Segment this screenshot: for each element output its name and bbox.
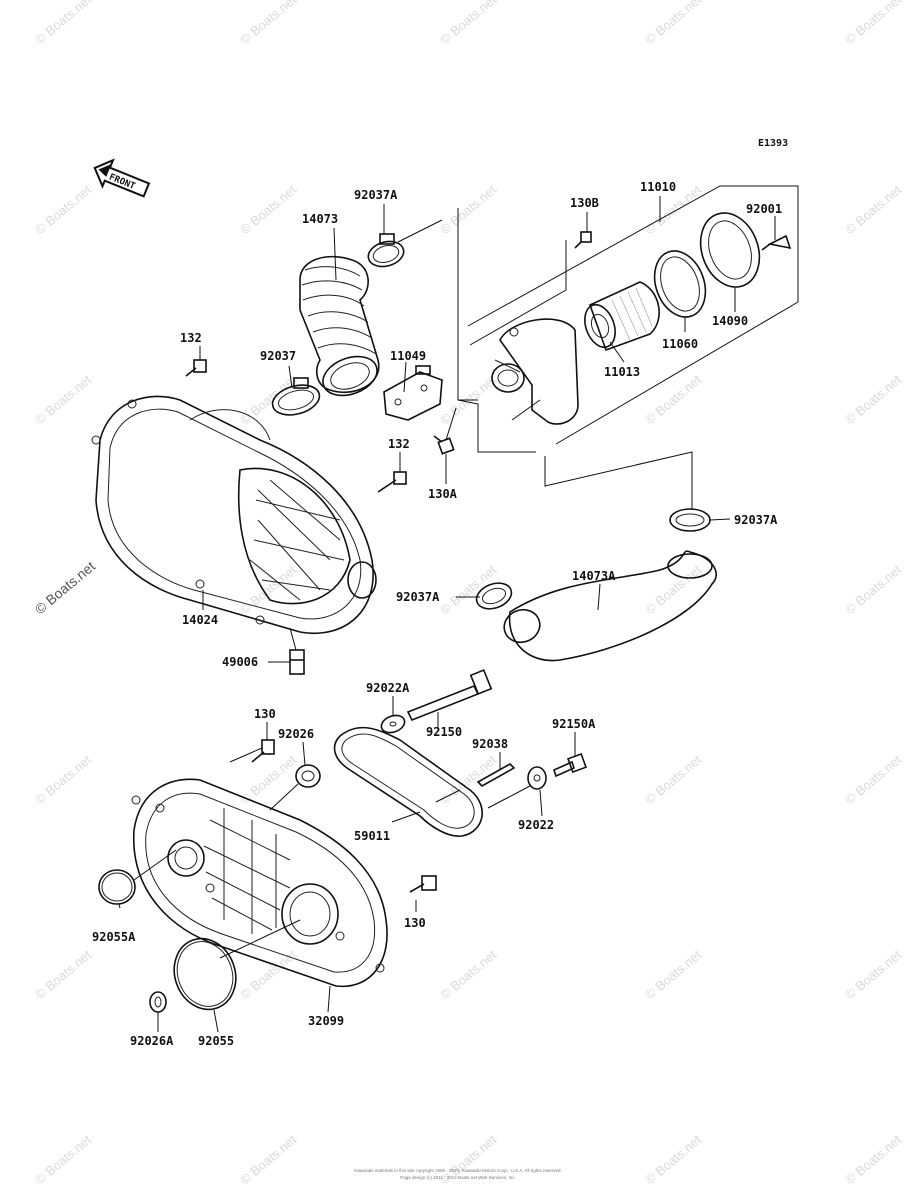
air-filter-bracket-lines: [397, 185, 799, 510]
watermark: © Boats.net: [32, 182, 94, 238]
label-11060: 11060: [662, 337, 698, 351]
label-32099: 32099: [308, 1014, 344, 1028]
label-92037a: 92037A: [734, 513, 778, 527]
label-11010: 11010: [640, 180, 676, 194]
front-arrow-icon: FRONT: [93, 158, 151, 198]
bolt-130-right: [409, 875, 437, 893]
part-labels: 92037A 14073 130B 11010 92001 14090 1106…: [92, 180, 782, 1048]
label-92150a: 92150A: [552, 717, 596, 731]
bracket-11049: [383, 365, 443, 421]
watermark: © Boats.net: [32, 372, 94, 428]
watermark: © Boats.net: [842, 947, 904, 1003]
watermark: © Boats.net: [32, 558, 99, 617]
label-11013: 11013: [604, 365, 640, 379]
duct-14073a: [503, 550, 717, 662]
cover-14090: [699, 212, 761, 288]
label-130a: 130A: [428, 487, 458, 501]
label-14073: 14073: [302, 212, 338, 226]
watermark: © Boats.net: [842, 1132, 904, 1188]
label-59011: 59011: [354, 829, 390, 843]
filter-element-11013: [584, 281, 660, 352]
label-130: 130: [254, 707, 276, 721]
watermark: © Boats.net: [642, 562, 704, 618]
label-14073a: 14073A: [572, 569, 616, 583]
o-ring-92055a: [98, 869, 136, 905]
watermark: © Boats.net: [32, 1132, 94, 1188]
air-cleaner-housing-11010: [491, 318, 579, 425]
watermark: © Boats.net: [842, 372, 904, 428]
watermark: © Boats.net: [642, 752, 704, 808]
clamp-92037a-left: [475, 582, 513, 610]
diagram-code: E1393: [758, 138, 788, 149]
clamp-92037a-top: [367, 233, 405, 268]
watermark: © Boats.net: [32, 752, 94, 808]
label-92022: 92022: [518, 818, 554, 832]
label-92026a: 92026A: [130, 1034, 174, 1048]
label-92055a: 92055A: [92, 930, 136, 944]
intake-duct-14073: [299, 255, 380, 397]
watermark: © Boats.net: [437, 182, 499, 238]
label-14090: 14090: [712, 314, 748, 328]
label-130: 130: [404, 916, 426, 930]
label-92055: 92055: [198, 1034, 234, 1048]
clutch-cover-14024: [91, 395, 377, 635]
label-92037a: 92037A: [354, 188, 398, 202]
seal-92026a: [149, 991, 167, 1013]
bolt-132-mid: [377, 471, 407, 493]
watermark: © Boats.net: [842, 182, 904, 238]
label-92038: 92038: [472, 737, 508, 751]
drain-plug-49006: [289, 627, 305, 675]
watermark: © Boats.net: [642, 947, 704, 1003]
watermark: © Boats.net: [237, 562, 299, 618]
label-92150: 92150: [426, 725, 462, 739]
label-92037: 92037: [260, 349, 296, 363]
bolt-130a: [433, 435, 455, 455]
label-130b: 130B: [570, 196, 599, 210]
watermark: © Boats.net: [32, 947, 94, 1003]
copyright-line-1: Kawasaki materials in this site copyrigh…: [354, 1168, 562, 1173]
label-132: 132: [180, 331, 202, 345]
watermark: © Boats.net: [32, 0, 94, 47]
watermark: © Boats.net: [237, 1132, 299, 1188]
label-132: 132: [388, 437, 410, 451]
gasket-11060: [653, 250, 707, 318]
washer-92022a: [380, 714, 406, 734]
seal-92026: [295, 764, 321, 788]
inner-cover-32099: [131, 778, 388, 988]
watermark: © Boats.net: [642, 0, 704, 47]
bolt-132-top: [185, 359, 207, 377]
watermark: © Boats.net: [237, 372, 299, 428]
leader-lines: [118, 196, 776, 1033]
label-49006: 49006: [222, 655, 258, 669]
label-92001: 92001: [746, 202, 782, 216]
label-11049: 11049: [390, 349, 426, 363]
clamp-92037a-right: [669, 508, 711, 532]
bolt-92150: [406, 669, 493, 722]
pin-92038: [476, 763, 516, 787]
watermark: © Boats.net: [642, 372, 704, 428]
watermark: © Boats.net: [842, 562, 904, 618]
watermark: © Boats.net: [642, 1132, 704, 1188]
label-92022a: 92022A: [366, 681, 410, 695]
copyright-line-2: Page design (c) 2011 - 2014 Boats.net We…: [400, 1175, 515, 1180]
bolt-130b: [574, 231, 592, 249]
watermark: © Boats.net: [842, 752, 904, 808]
screw-92001: [761, 234, 792, 251]
o-ring-92055: [173, 937, 237, 1011]
watermark: © Boats.net: [237, 182, 299, 238]
clamp-92037: [271, 377, 321, 416]
label-14024: 14024: [182, 613, 218, 627]
bolt-92150a: [553, 753, 587, 778]
watermark: © Boats.net: [437, 0, 499, 47]
watermark: © Boats.net: [237, 0, 299, 47]
watermark: © Boats.net: [842, 0, 904, 47]
watermark: © Boats.net: [437, 752, 499, 808]
watermark: © Boats.net: [437, 947, 499, 1003]
drive-belt-59011: [333, 726, 483, 837]
washer-92022: [527, 766, 547, 790]
label-92037a: 92037A: [396, 590, 440, 604]
bolt-130-top: [251, 739, 275, 763]
label-92026: 92026: [278, 727, 314, 741]
